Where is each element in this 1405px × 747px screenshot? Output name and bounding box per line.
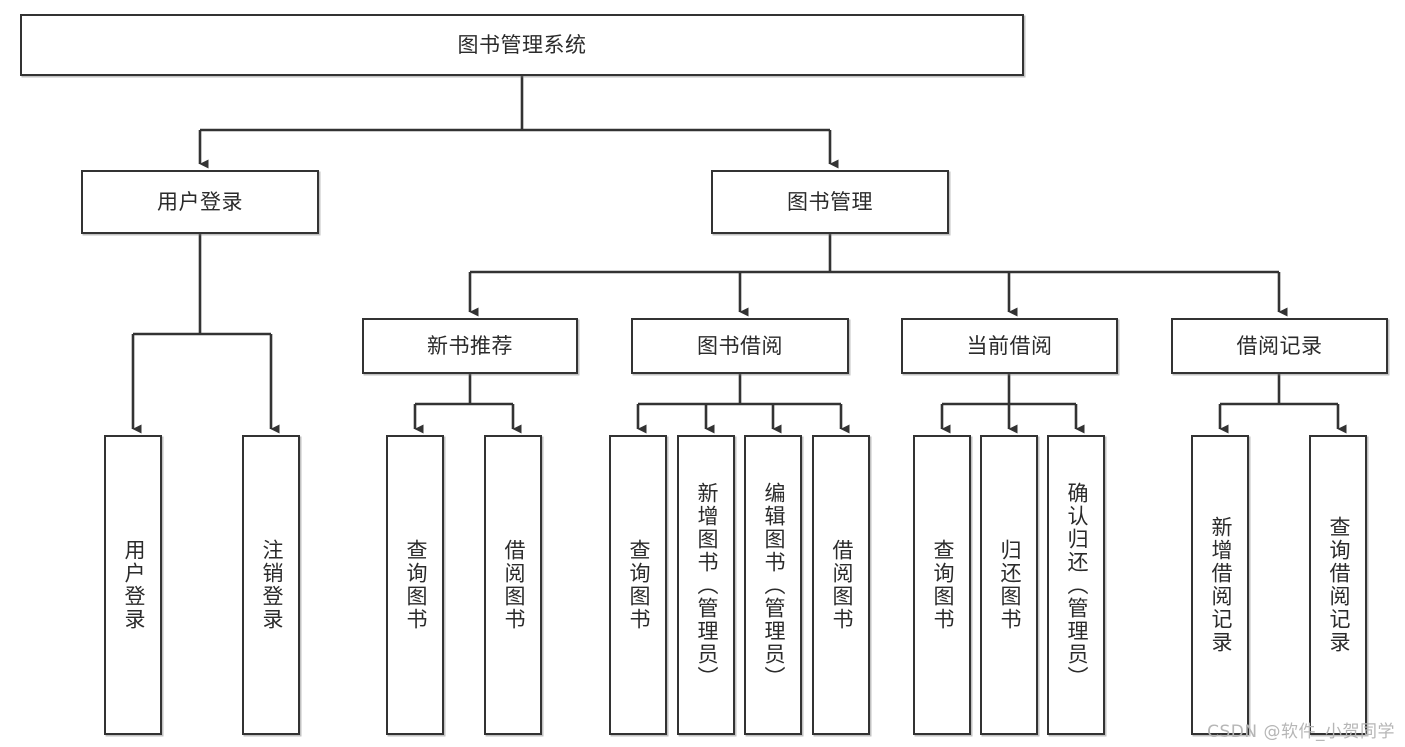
leaf-logout[interactable]: 注销登录 — [242, 435, 300, 735]
node-user-login-label: 用户登录 — [157, 189, 243, 214]
leaf-query-book-borrow-label: 查询图书 — [626, 539, 651, 631]
node-borrow-record[interactable]: 借阅记录 — [1171, 318, 1388, 374]
node-book-management[interactable]: 图书管理 — [711, 170, 949, 234]
leaf-logout-label: 注销登录 — [259, 539, 284, 631]
leaf-borrow-book-recommend[interactable]: 借阅图书 — [484, 435, 542, 735]
leaf-add-book-admin[interactable]: 新增图书（管理员） — [677, 435, 735, 735]
leaf-confirm-return-admin-label: 确认归还（管理员） — [1064, 481, 1089, 689]
node-root-label: 图书管理系统 — [457, 32, 587, 57]
node-book-borrow-label: 图书借阅 — [697, 333, 783, 358]
node-borrow-record-label: 借阅记录 — [1236, 333, 1323, 358]
leaf-query-book-recommend-label: 查询图书 — [403, 539, 428, 631]
leaf-query-book-recommend[interactable]: 查询图书 — [386, 435, 444, 735]
node-new-book-recommend-label: 新书推荐 — [427, 333, 513, 358]
node-root[interactable]: 图书管理系统 — [20, 14, 1024, 76]
leaf-edit-book-admin[interactable]: 编辑图书（管理员） — [744, 435, 802, 735]
leaf-borrow-book[interactable]: 借阅图书 — [812, 435, 870, 735]
leaf-borrow-book-label: 借阅图书 — [829, 539, 854, 631]
leaf-query-book-borrow[interactable]: 查询图书 — [609, 435, 667, 735]
leaf-edit-book-admin-label: 编辑图书（管理员） — [761, 481, 786, 689]
node-user-login[interactable]: 用户登录 — [81, 170, 319, 234]
node-book-management-label: 图书管理 — [787, 189, 873, 214]
leaf-confirm-return-admin[interactable]: 确认归还（管理员） — [1047, 435, 1105, 735]
leaf-add-borrow-record[interactable]: 新增借阅记录 — [1191, 435, 1249, 735]
node-current-borrow-label: 当前借阅 — [966, 333, 1053, 358]
leaf-user-login-label: 用户登录 — [121, 539, 146, 631]
leaf-borrow-book-recommend-label: 借阅图书 — [501, 539, 526, 631]
leaf-user-login[interactable]: 用户登录 — [104, 435, 162, 735]
node-current-borrow[interactable]: 当前借阅 — [901, 318, 1118, 374]
leaf-query-book-current-label: 查询图书 — [930, 539, 955, 631]
node-book-borrow[interactable]: 图书借阅 — [631, 318, 849, 374]
leaf-return-book-label: 归还图书 — [997, 539, 1022, 631]
leaf-query-book-current[interactable]: 查询图书 — [913, 435, 971, 735]
leaf-query-borrow-record[interactable]: 查询借阅记录 — [1309, 435, 1367, 735]
leaf-add-book-admin-label: 新增图书（管理员） — [694, 481, 719, 689]
watermark: CSDN @软件_小贺同学 — [1207, 722, 1395, 742]
leaf-query-borrow-record-label: 查询借阅记录 — [1326, 516, 1351, 654]
node-new-book-recommend[interactable]: 新书推荐 — [362, 318, 578, 374]
leaf-return-book[interactable]: 归还图书 — [980, 435, 1038, 735]
leaf-add-borrow-record-label: 新增借阅记录 — [1208, 516, 1233, 654]
